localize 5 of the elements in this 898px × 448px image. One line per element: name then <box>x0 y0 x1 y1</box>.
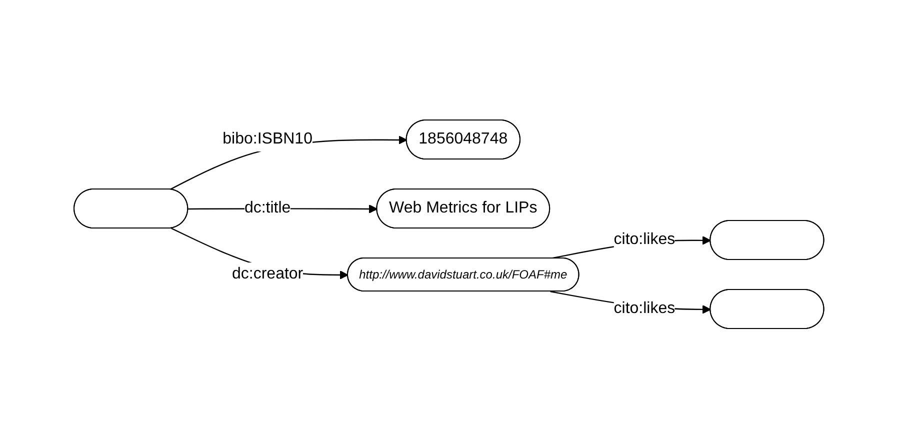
edge-label: dc:title <box>244 199 291 216</box>
edge-label: dc:creator <box>232 265 304 282</box>
edge-label: bibo:ISBN10 <box>222 130 313 148</box>
edge-label: cito:likes <box>614 300 676 317</box>
edge-label: cito:likes <box>614 230 676 248</box>
